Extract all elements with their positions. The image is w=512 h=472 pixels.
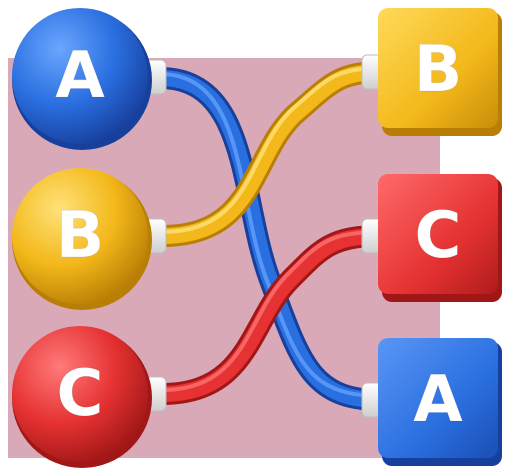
left-node-a-label: A bbox=[55, 39, 105, 113]
right-node-c[interactable]: C bbox=[378, 174, 502, 302]
right-node-b-label: B bbox=[414, 33, 463, 107]
left-node-b-label: B bbox=[56, 199, 105, 273]
right-node-a-label: A bbox=[413, 363, 463, 437]
right-node-b[interactable]: B bbox=[378, 8, 502, 136]
left-node-c[interactable]: C bbox=[12, 326, 152, 468]
left-node-a[interactable]: A bbox=[12, 8, 152, 150]
left-node-c-label: C bbox=[57, 357, 104, 431]
right-node-c-label: C bbox=[415, 199, 462, 273]
right-node-a[interactable]: A bbox=[378, 338, 502, 466]
left-node-b[interactable]: B bbox=[12, 168, 152, 310]
